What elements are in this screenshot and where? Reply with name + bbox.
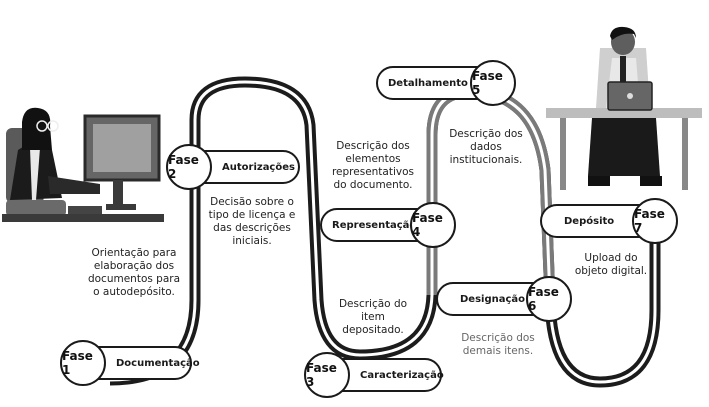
phase-3-description: Descrição do item depositado. bbox=[338, 298, 408, 336]
phase-2-label: Autorizações bbox=[222, 161, 295, 173]
phase-5-label: Detalhamento bbox=[388, 77, 468, 89]
phase-5-circle: Fase 5 bbox=[470, 60, 516, 106]
phase-6-label: Designação bbox=[460, 293, 526, 305]
phase-7-label: Depósito bbox=[564, 215, 615, 227]
phase-6: Designação Fase 6 bbox=[436, 276, 572, 322]
phase-2-circle: Fase 2 bbox=[166, 144, 212, 190]
phase-5-description: Descrição dos dados institucionais. bbox=[449, 128, 523, 166]
phase-2-description: Decisão sobre o tipo de licença e das de… bbox=[208, 196, 296, 247]
phase-1-label: Documentação bbox=[116, 357, 200, 369]
phase-2: Fase 2 Autorizações bbox=[166, 144, 300, 190]
phase-1-circle: Fase 1 bbox=[60, 340, 106, 386]
phase-3-circle: Fase 3 bbox=[304, 352, 350, 398]
phase-3-label: Caracterização bbox=[360, 369, 444, 381]
phase-1-description: Orientação para elaboração dos documento… bbox=[87, 247, 181, 298]
phase-6-description: Descrição dos demais itens. bbox=[461, 332, 535, 357]
phase-7-description: Upload do objeto digital. bbox=[574, 252, 648, 277]
phase-3: Fase 3 Caracterização bbox=[304, 352, 444, 398]
man-at-laptop-illustration bbox=[546, 26, 702, 190]
woman-at-computer-illustration bbox=[2, 107, 164, 222]
phase-4: Representação Fase 4 bbox=[320, 202, 456, 248]
phase-7: Depósito Fase 7 bbox=[540, 198, 678, 244]
phase-4-description: Descrição dos elementos representativos … bbox=[331, 140, 415, 191]
phase-4-label: Representação bbox=[332, 219, 417, 231]
phase-6-circle: Fase 6 bbox=[526, 276, 572, 322]
phase-5: Detalhamento Fase 5 bbox=[376, 60, 516, 106]
phase-4-circle: Fase 4 bbox=[410, 202, 456, 248]
phase-7-circle: Fase 7 bbox=[632, 198, 678, 244]
phase-1: Fase 1 Documentação bbox=[60, 340, 200, 386]
